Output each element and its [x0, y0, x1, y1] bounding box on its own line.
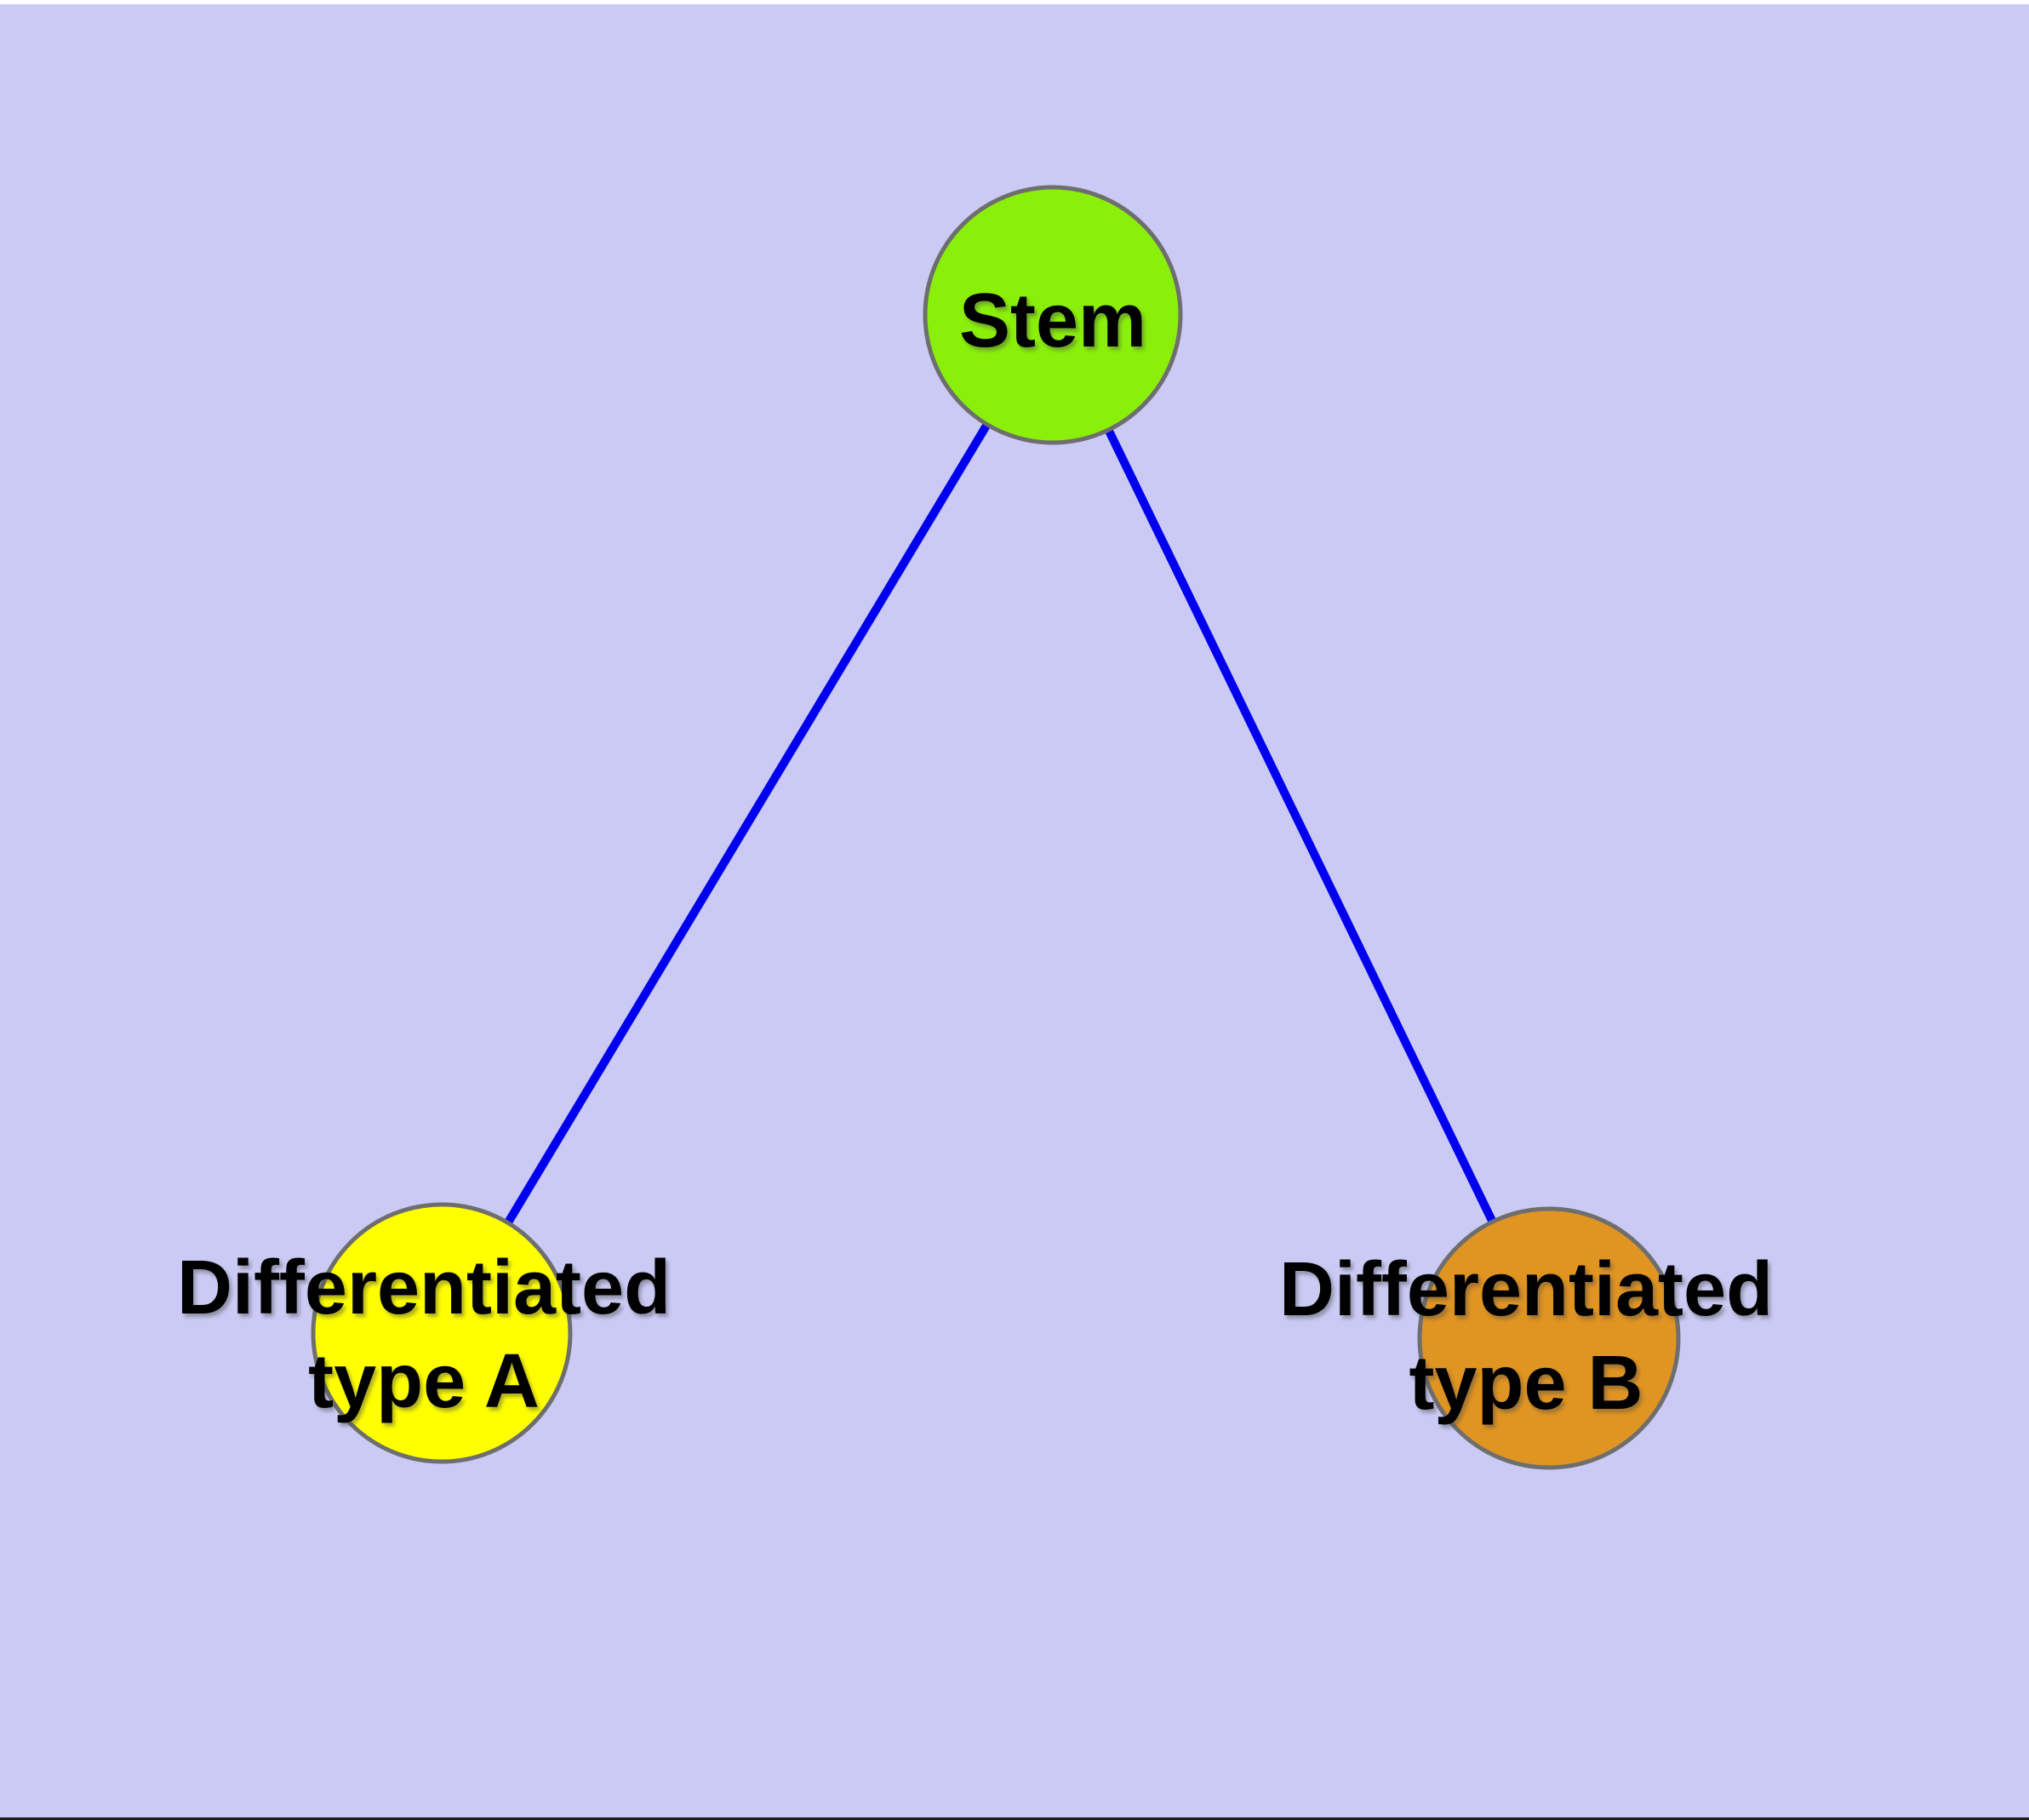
node-label-differentiated-type-b: Differentiated type B [1279, 1243, 1773, 1430]
edge-stem-to-differentiated-type-b [1049, 312, 1553, 1341]
node-circle-differentiated-type-b [1417, 1206, 1681, 1470]
node-circle-stem [923, 185, 1183, 445]
edge-stem-to-differentiated-type-a [437, 312, 1057, 1336]
node-label-line: Differentiated [1278, 1247, 1774, 1332]
node-label-line: Differentiated [176, 1245, 672, 1331]
node-label-stem: Stem [959, 274, 1146, 368]
node-label-line: type B [1409, 1341, 1643, 1426]
top-edge-strip [0, 0, 2029, 4]
bottom-edge-strip [0, 1817, 2029, 1820]
node-circle-differentiated-type-a [311, 1202, 573, 1464]
node-label-line: Stem [958, 278, 1147, 363]
node-label-line: type A [308, 1339, 540, 1424]
